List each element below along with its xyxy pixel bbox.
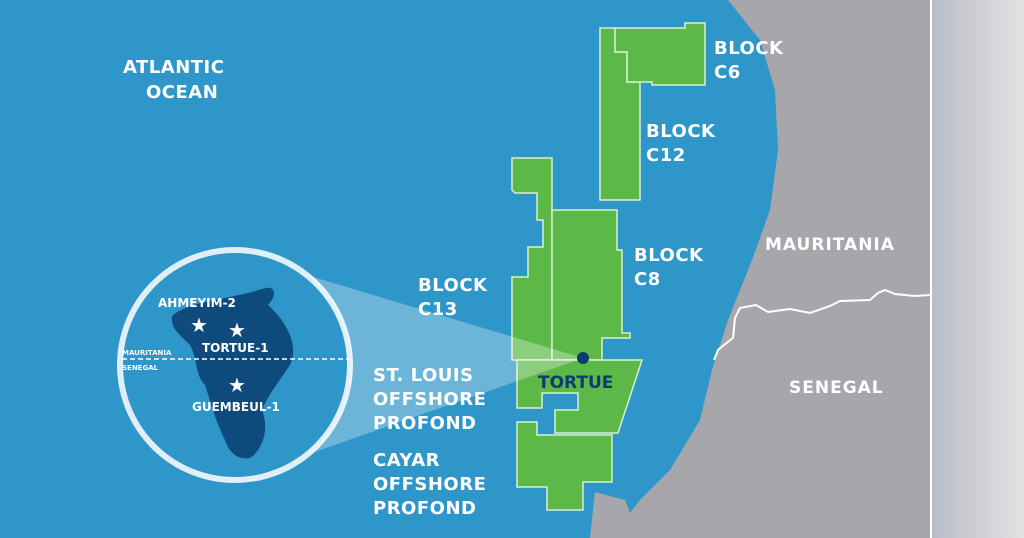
inset-label-senegal: SENEGAL: [122, 364, 159, 372]
well-star-icon[interactable]: ★: [228, 373, 246, 397]
country-border: [713, 288, 931, 361]
inset-label-mauritania: MAURITANIA: [122, 349, 172, 357]
block-c8-label: C8: [634, 269, 661, 290]
block-cayar[interactable]: [516, 421, 613, 511]
block-st-louis[interactable]: [516, 359, 644, 434]
land-mass-south: [590, 492, 640, 538]
side-panel: [930, 0, 1024, 538]
st-louis-label: PROFOND: [373, 413, 476, 434]
country-label-mauritania: MAURITANIA: [765, 235, 895, 255]
st-louis-label: ST. LOUIS: [373, 365, 474, 386]
block-c6-label: BLOCK: [714, 38, 784, 59]
license-blocks: [511, 22, 706, 511]
tortue-label: TORTUE: [538, 373, 613, 393]
well-label-guembeul: GUEMBEUL-1: [192, 400, 280, 414]
land-mass: [610, 0, 930, 538]
block-c6[interactable]: [614, 22, 706, 86]
well-label-ahmeyim: AHMEYIM-2: [158, 296, 236, 310]
well-star-icon[interactable]: ★: [228, 318, 246, 342]
tortue-field-shape: [171, 287, 294, 459]
tortue-marker[interactable]: [577, 352, 589, 364]
well-star-icon[interactable]: ★: [190, 313, 208, 337]
st-louis-label: OFFSHORE: [373, 389, 486, 410]
ocean-label-line2: OCEAN: [146, 82, 218, 103]
well-label-tortue: TORTUE-1: [202, 341, 269, 355]
block-c13-label: BLOCK: [418, 275, 488, 296]
block-c6-label: C6: [714, 62, 741, 83]
country-label-senegal: SENEGAL: [789, 378, 884, 398]
cayar-label: PROFOND: [373, 498, 476, 519]
block-c12-label: BLOCK: [646, 121, 716, 142]
cayar-label: CAYAR: [373, 450, 440, 471]
block-c13-label: C13: [418, 299, 458, 320]
ocean-label-line1: ATLANTIC: [123, 57, 224, 78]
block-c12-label: C12: [646, 145, 686, 166]
cayar-label: OFFSHORE: [373, 474, 486, 495]
block-c8-label: BLOCK: [634, 245, 704, 266]
